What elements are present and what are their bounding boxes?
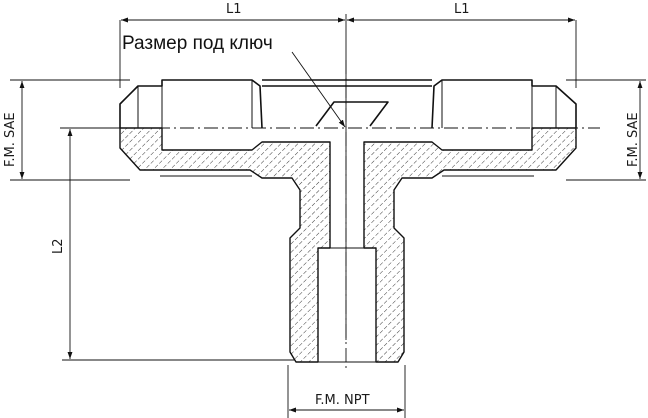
dimension-npt-group: F.M. NPT — [287, 365, 406, 418]
dimension-label-l2: L2 — [51, 238, 66, 254]
callout-wrench-size: Размер под ключ — [122, 33, 273, 54]
wrench-flat — [315, 101, 389, 127]
fitting-lower-section — [119, 127, 577, 363]
dimension-label-sae-left: F.M. SAE — [3, 112, 18, 167]
dimension-label-sae-right: F.M. SAE — [626, 112, 641, 167]
center-lines — [60, 60, 600, 370]
fitting-upper-half — [119, 79, 577, 129]
dimension-label-l1-left: L1 — [226, 2, 242, 17]
dimension-sae-group: F.M. SAE F.M. SAE — [3, 79, 646, 181]
dimension-label-l1-right: L1 — [454, 2, 470, 17]
wrench-size-callout: Размер под ключ — [122, 33, 346, 128]
dimension-label-npt: F.M. NPT — [315, 393, 370, 408]
